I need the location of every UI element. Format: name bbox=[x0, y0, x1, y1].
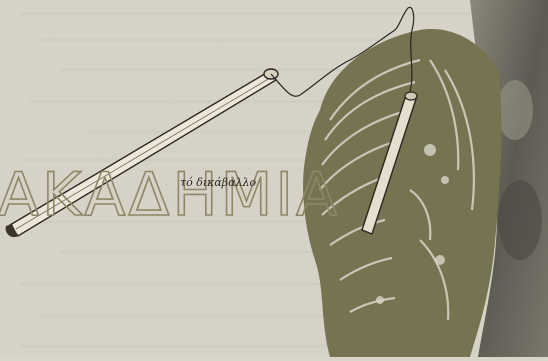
watermark-lettering: ΑΚΑΔΗΜΙΑ bbox=[0, 160, 340, 230]
handwritten-caption: τό δικάβαλλο bbox=[180, 176, 256, 189]
